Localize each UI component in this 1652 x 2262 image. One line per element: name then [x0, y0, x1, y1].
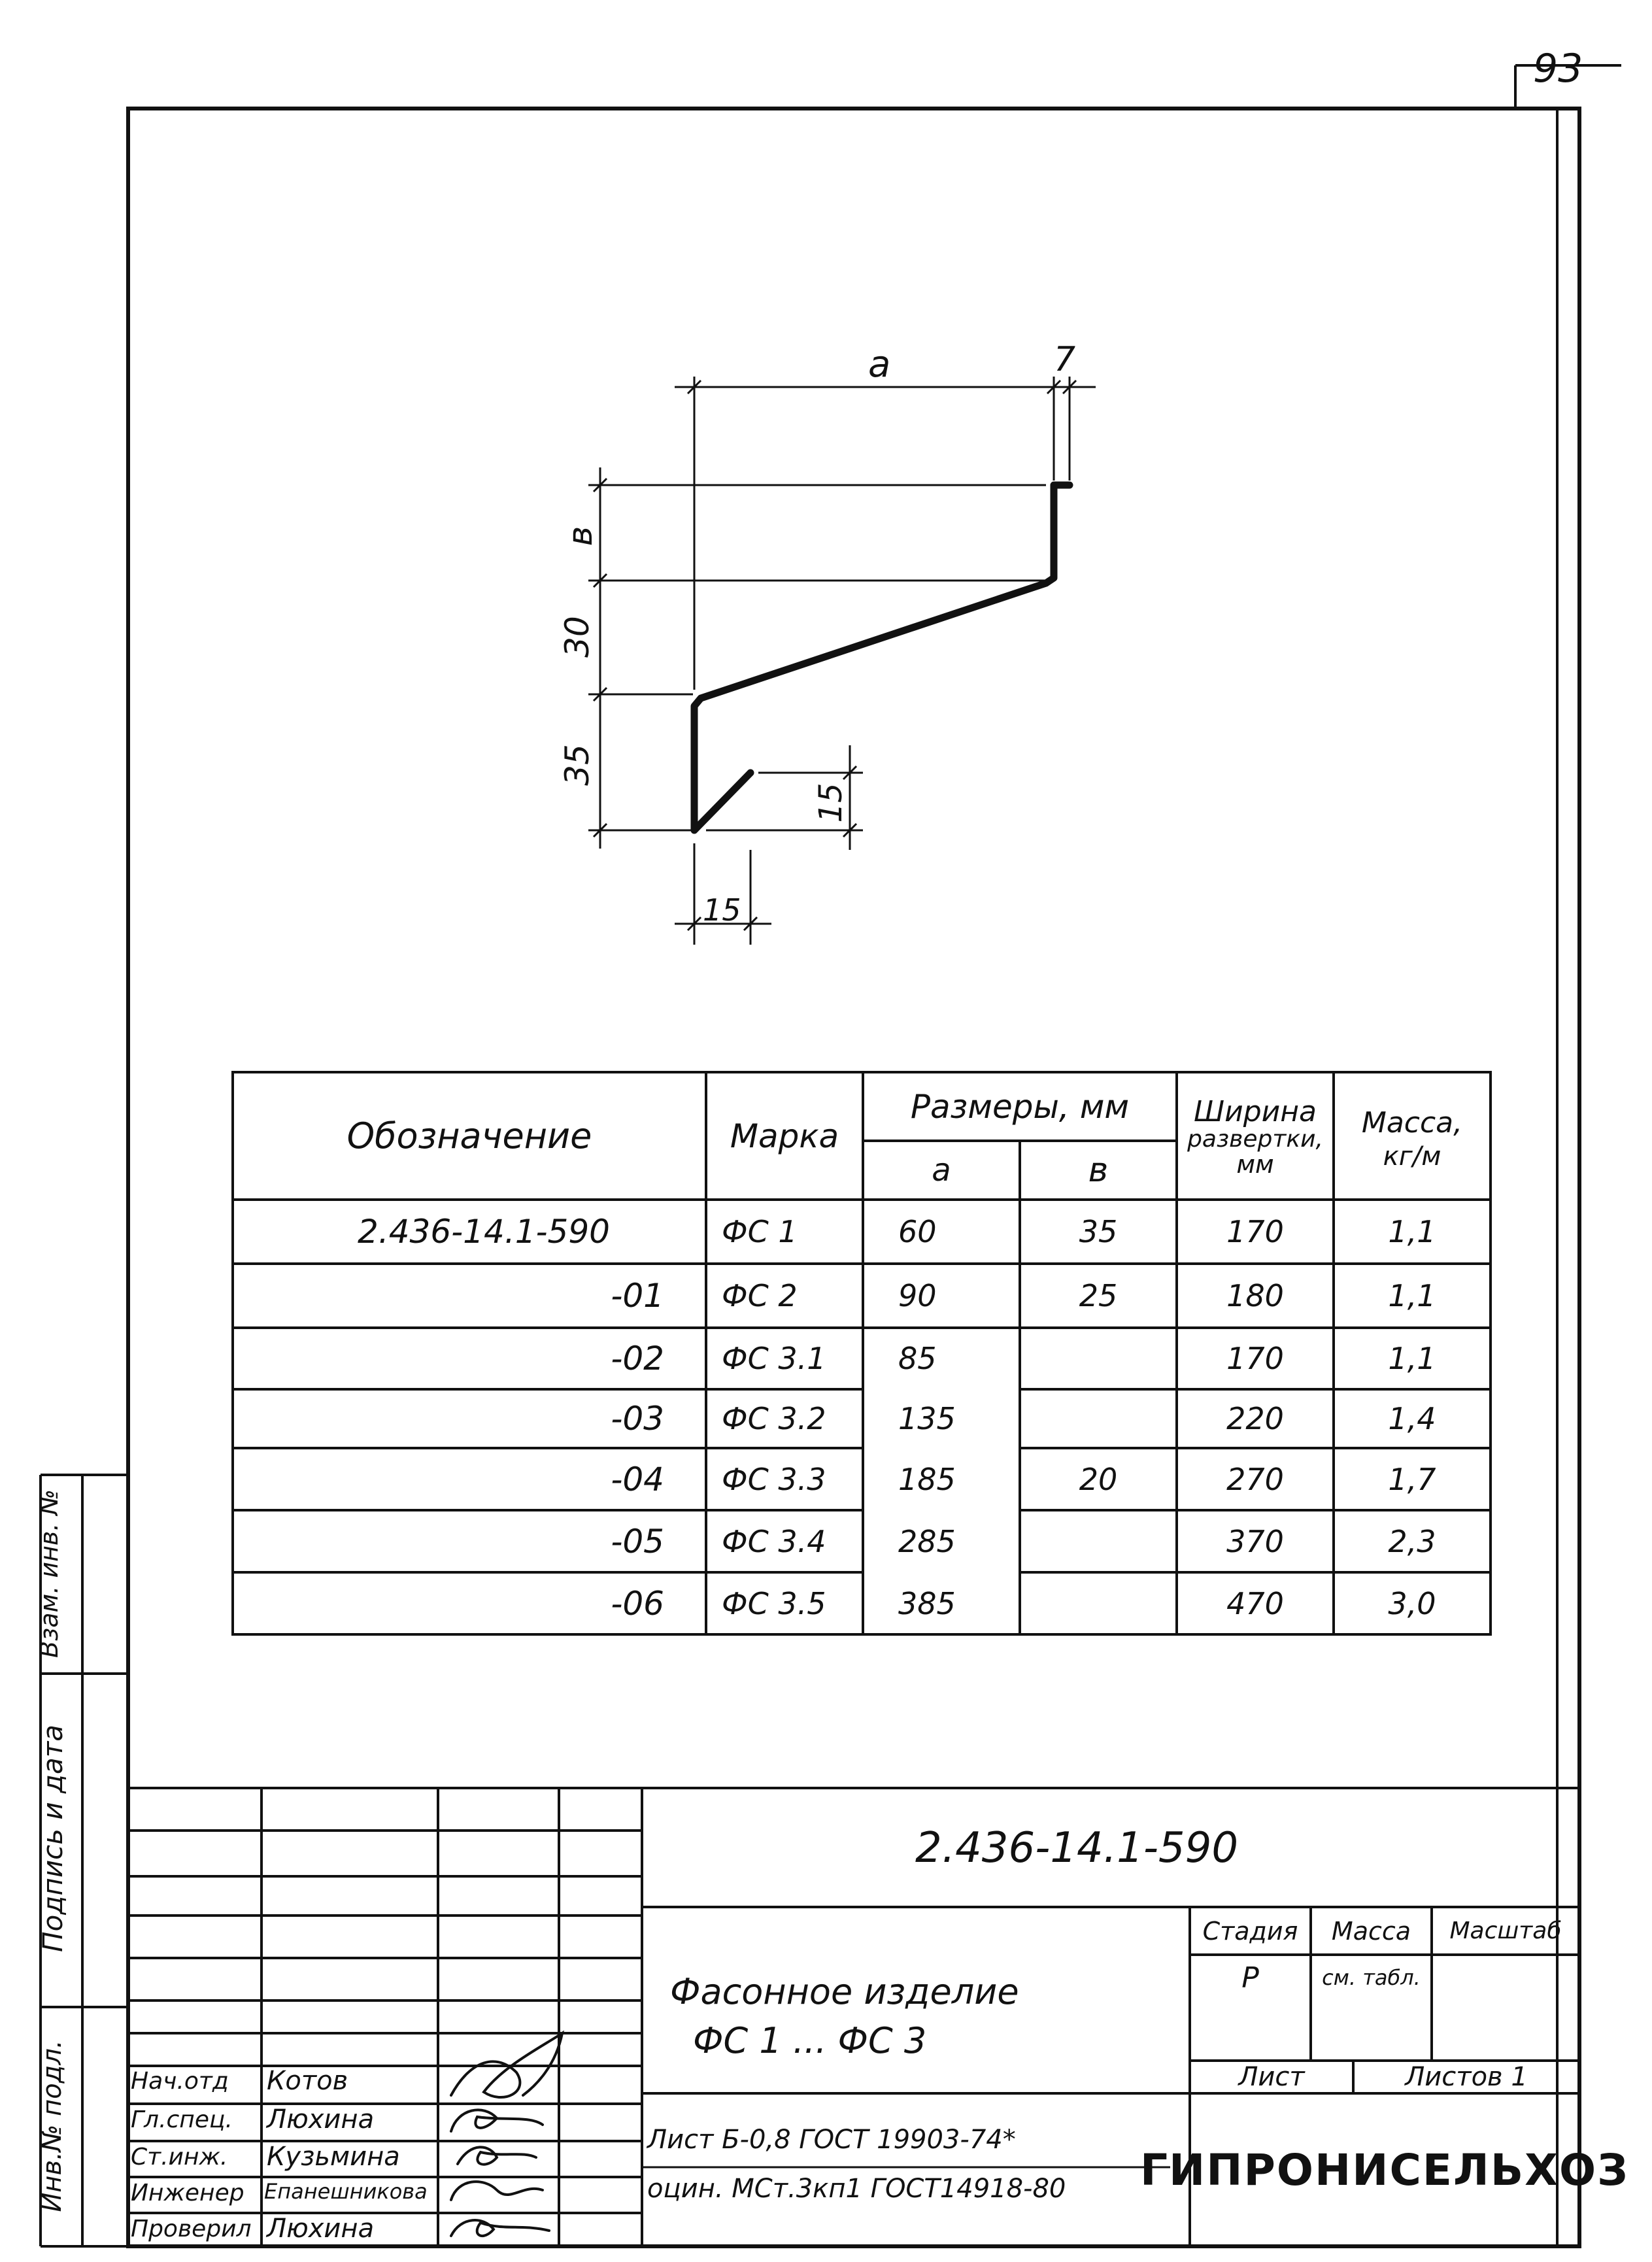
table-cell-designation: -05 [611, 1522, 664, 1561]
header-designation: Обозначение [346, 1115, 592, 1156]
side-stamp-inv-no: Инв.№ подл. [37, 2040, 67, 2212]
table-cell-mass: 3,0 [1388, 1585, 1436, 1621]
page-number: 93 [1533, 46, 1583, 92]
table-cell-designation: -02 [611, 1340, 664, 1377]
dimension-b-label: в [561, 526, 600, 547]
table-cell-a: 135 [898, 1401, 956, 1436]
header-mass: Масса, кг/м [1334, 1079, 1491, 1200]
table-cell-a: 185 [898, 1461, 956, 1497]
table-cell-b: 25 [1079, 1278, 1118, 1313]
table-cell-designation: -01 [611, 1277, 664, 1315]
header-width: Ширина развертки, мм [1177, 1075, 1334, 1200]
doc-code: 2.436-14.1-590 [915, 1824, 1239, 1872]
staff-role: Инженер [131, 2180, 244, 2206]
table-cell-a: 60 [898, 1214, 937, 1249]
staff-role: Нач.отд [131, 2068, 229, 2095]
table-cell-a: 85 [898, 1341, 937, 1376]
stage-label: Стадия [1202, 1916, 1298, 1946]
table-cell-width: 470 [1226, 1585, 1284, 1621]
table-cell-a: 285 [898, 1523, 956, 1559]
header-width-line3: мм [1236, 1150, 1274, 1179]
dimension-15-horizontal-label: 15 [703, 892, 741, 928]
mass-label: Масса [1331, 1916, 1411, 1946]
table-cell-b: 35 [1079, 1214, 1118, 1249]
table-cell-a: 385 [898, 1585, 956, 1621]
staff-role: Ст.инж. [131, 2144, 228, 2170]
table-cell-mass: 1,1 [1388, 1214, 1436, 1249]
dimension-30-label: 30 [558, 616, 596, 658]
table-cell-mass: 2,3 [1388, 1523, 1436, 1559]
sheets-label: Листов 1 [1405, 2062, 1528, 2092]
staff-name: Котов [267, 2066, 348, 2096]
staff-name: Люхина [267, 2214, 375, 2244]
table-cell-mark: ФС 3.1 [722, 1341, 826, 1376]
staff-name: Кузьмина [267, 2142, 400, 2172]
table-cell-width: 370 [1226, 1523, 1284, 1559]
header-mass-line1: Масса, [1361, 1106, 1463, 1140]
staff-role: Гл.спец. [131, 2106, 233, 2133]
material-line1: Лист Б-0,8 ГОСТ 19903-74* [647, 2125, 1016, 2155]
dimension-15-vertical-label: 15 [813, 783, 849, 823]
side-stamp-signature-date: Подпись и дата [36, 1725, 69, 1952]
title-line1: Фасонное изделие [670, 1971, 1019, 2012]
table-cell-width: 270 [1226, 1461, 1284, 1497]
stage-value: Р [1241, 1961, 1259, 1995]
table-cell-mark: ФС 1 [722, 1214, 798, 1249]
table-cell-mark: ФС 3.4 [722, 1523, 826, 1559]
table-cell-mass: 1,7 [1388, 1461, 1436, 1497]
staff-name: Епанешникова [264, 2179, 428, 2204]
header-width-line2: развертки, [1187, 1126, 1323, 1153]
material-line2: оцин. МСт.3кп1 ГОСТ14918-80 [647, 2174, 1066, 2204]
scale-label: Масштаб [1449, 1917, 1562, 1944]
table-cell-designation: 2.436-14.1-590 [358, 1213, 610, 1251]
header-width-line1: Ширина [1194, 1095, 1317, 1129]
header-col-a: a [932, 1152, 951, 1189]
dimension-7-label: 7 [1054, 340, 1076, 379]
table-cell-mark: ФС 3.5 [722, 1585, 826, 1621]
organization-name: ГИПРОНИСЕЛЬХОЗ [1140, 2144, 1630, 2195]
dimension-35-label: 35 [558, 744, 596, 786]
header-dimensions: Размеры, мм [910, 1087, 1130, 1126]
table-cell-mass: 1,1 [1388, 1278, 1436, 1313]
table-cell-designation: -03 [611, 1400, 664, 1438]
table-cell-designation: -04 [611, 1460, 664, 1498]
table-cell-mass: 1,4 [1388, 1401, 1436, 1436]
table-cell-mass: 1,1 [1388, 1341, 1436, 1376]
table-cell-b: 20 [1079, 1461, 1118, 1497]
side-stamp-replace-inv: Взам. инв. № [35, 1489, 63, 1659]
table-cell-width: 180 [1226, 1278, 1284, 1313]
table-cell-width: 220 [1226, 1401, 1284, 1436]
table-cell-width: 170 [1226, 1341, 1284, 1376]
staff-role: Проверил [131, 2216, 252, 2242]
table-cell-mark: ФС 3.3 [722, 1461, 826, 1497]
table-cell-width: 170 [1226, 1214, 1284, 1249]
table-cell-mark: ФС 2 [722, 1278, 798, 1313]
header-mark: Марка [730, 1117, 839, 1155]
header-col-b: в [1088, 1151, 1109, 1190]
header-mass-line2: кг/м [1383, 1141, 1441, 1172]
staff-name: Люхина [267, 2104, 375, 2135]
dimension-a-label: a [868, 343, 891, 386]
table-cell-a: 90 [898, 1278, 937, 1313]
table-cell-designation: -06 [611, 1584, 664, 1623]
mass-value: см. табл. [1322, 1965, 1421, 1990]
table-cell-mark: ФС 3.2 [722, 1401, 826, 1436]
title-line2: ФС 1 ... ФС 3 [693, 2020, 927, 2061]
sheet-label: Лист [1238, 2062, 1305, 2092]
